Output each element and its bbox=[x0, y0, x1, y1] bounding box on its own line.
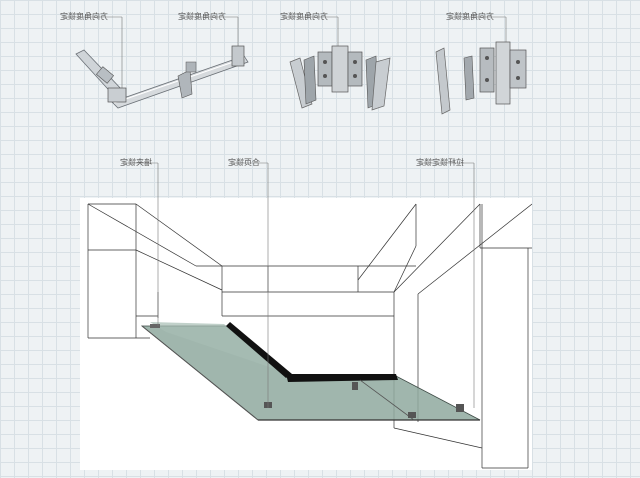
handle-marker bbox=[408, 412, 416, 418]
black-frame-center bbox=[286, 374, 398, 382]
pull-rod-marker bbox=[352, 382, 358, 390]
black-frame-left bbox=[226, 322, 292, 378]
glass-hinge-set-icon bbox=[435, 41, 527, 115]
glass-sheen bbox=[150, 322, 284, 372]
enclosure-panel bbox=[80, 198, 533, 470]
hardware-illustrations bbox=[62, 16, 527, 200]
wall-clamp-marker bbox=[150, 324, 160, 328]
room-wireframe bbox=[87, 203, 533, 469]
glass-clamp-set-icon bbox=[289, 45, 391, 111]
door-hinge-marker bbox=[456, 404, 464, 412]
top-leader-lines bbox=[62, 16, 507, 92]
pull-rod-assembly-icon bbox=[75, 45, 249, 109]
middle-leader-lines bbox=[122, 162, 475, 200]
shower-enclosure-diagram bbox=[87, 198, 533, 469]
